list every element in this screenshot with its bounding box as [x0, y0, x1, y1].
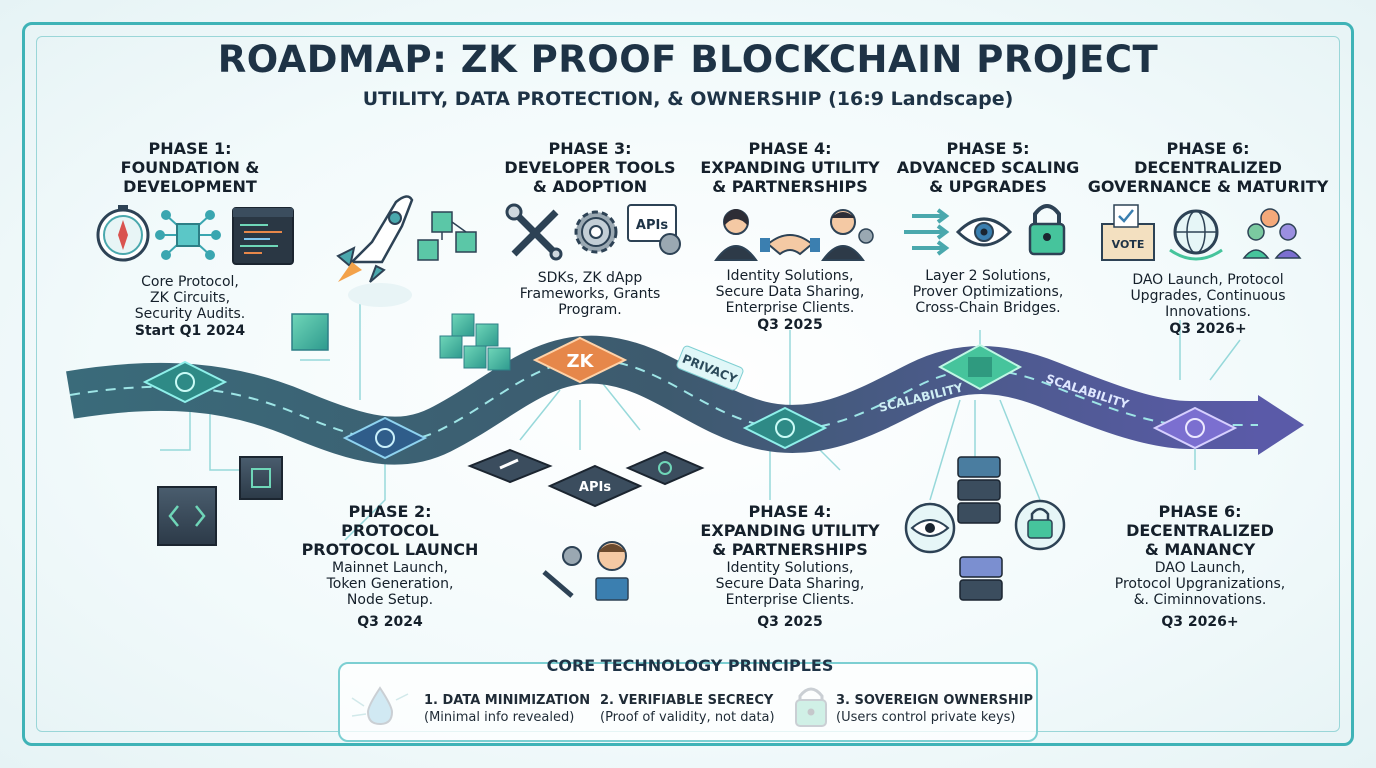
principle-1-title: 1. DATA MINIMIZATION	[424, 693, 591, 708]
phase-2-title: PHASE 2: PROTOCOL PROTOCOL LAUNCH	[301, 502, 479, 559]
privacy-tag	[676, 345, 744, 391]
eye-icon	[955, 217, 1013, 247]
phase-2-desc-text: Mainnet Launch, Token Generation, Node S…	[326, 560, 454, 608]
principle-3-desc: (Users control private keys)	[836, 710, 1016, 725]
node-phase-2	[342, 416, 428, 460]
road-center-line	[69, 358, 1260, 442]
apis-bottom-label: APIs	[579, 480, 611, 495]
phase-6-bottom-desc: DAO Launch, Protocol Upgranizations, &. …	[1090, 560, 1310, 630]
eye-circle-icon	[904, 502, 956, 554]
zk-label: ZK	[567, 351, 595, 372]
handshake-icon	[760, 234, 820, 256]
phase-1-title: PHASE 1: FOUNDATION & DEVELOPMENT	[120, 139, 260, 196]
globe-icon	[1169, 209, 1223, 261]
phase-5-title: PHASE 5: ADVANCED SCALING & UPGRADES	[896, 139, 1080, 196]
phase-6-top-title: PHASE 6: DECENTRALIZED GOVERNANCE & MATU…	[1087, 139, 1329, 196]
phase-6-bottom-date: Q3 2026+	[1161, 614, 1239, 630]
phase-3-desc-text: SDKs, ZK dApp Frameworks, Grants Program…	[519, 270, 661, 318]
principle-3: 3. SOVEREIGN OWNERSHIP (Users control pr…	[836, 692, 1033, 726]
phase-2-desc: Mainnet Launch, Token Generation, Node S…	[290, 560, 490, 630]
principle-2-desc: (Proof of validity, not data)	[600, 710, 775, 725]
phase-3-title: PHASE 3: DEVELOPER TOOLS & ADOPTION	[504, 139, 676, 196]
compass-icon	[96, 205, 150, 262]
phase-5-desc-text: Layer 2 Solutions, Prover Optimizations,…	[912, 268, 1064, 316]
lock-circle-icon	[1014, 499, 1066, 551]
floating-cube-1	[291, 313, 329, 351]
code-editor-icon	[232, 207, 294, 265]
ballot-box-icon: VOTE	[1101, 204, 1155, 261]
phase-6-top-date: Q3 2026+	[1169, 321, 1247, 337]
phase-4-bottom-date: Q3 2025	[757, 614, 823, 630]
phase-6-bottom-desc-text: DAO Launch, Protocol Upgranizations, &. …	[1114, 560, 1286, 608]
node-phase-6	[1152, 406, 1238, 450]
speed-arrows-icon	[904, 208, 950, 256]
code-cube-1	[157, 486, 217, 546]
apis-top-label: APIs	[636, 218, 668, 233]
phase-6-bottom-title: PHASE 6: DECENTRALIZED & MANANCY	[1126, 502, 1274, 559]
vote-label: VOTE	[1112, 238, 1145, 251]
phase-6-top-desc-text: DAO Launch, Protocol Upgrades, Continuou…	[1130, 272, 1286, 320]
principle-1-desc: (Minimal info revealed)	[424, 710, 575, 725]
phase-4-top-title: PHASE 4: EXPANDING UTILITY & PARTNERSHIP…	[700, 139, 880, 196]
phase-4-top-desc-text: Identity Solutions, Secure Data Sharing,…	[715, 268, 865, 316]
community-icon	[1242, 208, 1302, 259]
phase-4-bottom-desc: Identity Solutions, Secure Data Sharing,…	[690, 560, 890, 630]
lock-icon	[1028, 204, 1066, 256]
page-title: ROADMAP: ZK PROOF BLOCKCHAIN PROJECT	[217, 38, 1159, 81]
code-cube-2	[239, 456, 283, 500]
phase-5-desc: Layer 2 Solutions, Prover Optimizations,…	[888, 268, 1088, 316]
cube-cluster	[439, 313, 511, 371]
node-phase-1	[142, 360, 228, 404]
node-zk: ZK	[532, 336, 628, 384]
node-phase-5	[937, 343, 1023, 391]
phase-4-bottom-desc-text: Identity Solutions, Secure Data Sharing,…	[715, 560, 865, 608]
principle-2: 2. VERIFIABLE SECRECY (Proof of validity…	[600, 692, 775, 726]
phase-3-desc: SDKs, ZK dApp Frameworks, Grants Program…	[490, 270, 690, 318]
server-stack-2	[959, 556, 1003, 601]
phase-4-bottom-title: PHASE 4: EXPANDING UTILITY & PARTNERSHIP…	[700, 502, 880, 559]
node-phase-4	[742, 406, 828, 450]
gear-tile-icon	[625, 450, 705, 486]
person-male-icon	[821, 209, 874, 261]
wrench-screwdriver-icon	[505, 203, 563, 261]
phase-4-top-desc: Identity Solutions, Secure Data Sharing,…	[690, 268, 890, 333]
apis-tile-icon: APIs	[547, 464, 643, 508]
gear-icon	[574, 210, 618, 254]
rocket-icon	[336, 195, 414, 307]
developer-avatar-icon	[542, 541, 629, 601]
road-arrowhead	[1258, 395, 1304, 455]
principle-3-title: 3. SOVEREIGN OWNERSHIP	[836, 693, 1034, 708]
person-female-icon	[714, 209, 758, 261]
principle-2-title: 2. VERIFIABLE SECRECY	[600, 693, 774, 708]
phase-1-desc: Core Protocol, ZK Circuits, Security Aud…	[90, 274, 290, 339]
principles-title: CORE TECHNOLOGY PRINCIPLES	[546, 656, 834, 675]
apis-window-icon: APIs	[627, 204, 681, 255]
network-cube-icon	[155, 210, 221, 260]
wrench-tile-icon	[467, 448, 553, 484]
principle-1: 1. DATA MINIMIZATION (Minimal info revea…	[424, 692, 590, 726]
phase-4-top-date: Q3 2025	[757, 317, 823, 333]
principles-panel: CORE TECHNOLOGY PRINCIPLES 1. DATA MINIM…	[338, 656, 1038, 742]
phase-2-date: Q3 2024	[357, 614, 423, 630]
road-path	[66, 335, 1260, 465]
phase-6-top-desc: DAO Launch, Protocol Upgrades, Continuou…	[1098, 272, 1318, 337]
phase-1-desc-text: Core Protocol, ZK Circuits, Security Aud…	[134, 274, 246, 322]
phase-1-date: Start Q1 2024	[134, 323, 246, 339]
page-subtitle: UTILITY, DATA PROTECTION, & OWNERSHIP (1…	[362, 88, 1014, 110]
block-chain-icon	[417, 211, 477, 261]
server-stack-1	[957, 456, 1001, 524]
